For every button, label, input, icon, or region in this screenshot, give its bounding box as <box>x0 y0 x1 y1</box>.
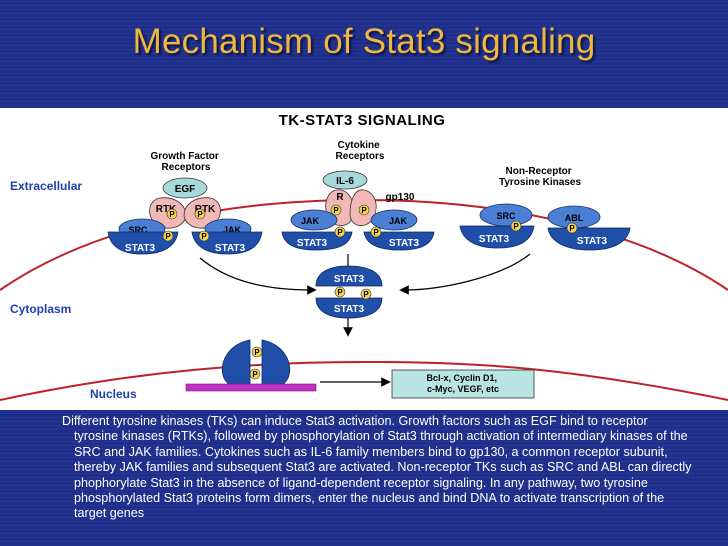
nucleus-label: Nucleus <box>90 387 137 401</box>
dna-strand <box>185 383 317 392</box>
phospho-group-ck: P P P P <box>330 204 382 238</box>
growth-factor-receptors-label: Growth Factor Receptors <box>150 151 221 173</box>
jak-kinase-right-label: JAK <box>389 216 408 226</box>
phospho-icon <box>166 208 178 220</box>
stat3-ck-left-label: STAT3 <box>297 238 328 249</box>
diagram-title: TK-STAT3 SIGNALING <box>279 112 446 129</box>
stat3-dimer-bottom <box>315 297 383 319</box>
phospho-icon <box>198 230 210 242</box>
stat3-gf-right-label: STAT3 <box>215 243 246 254</box>
il6-label: IL-6 <box>336 176 354 187</box>
phospho-label: P <box>169 210 175 219</box>
phospho-icon <box>370 226 382 238</box>
phospho-label: P <box>254 348 260 357</box>
stat3-signaling-diagram: TK-STAT3 SIGNALING Extracellular Cytopla… <box>0 108 728 410</box>
stat3-nr-left <box>459 225 535 249</box>
stat3-nr-right-label: STAT3 <box>577 236 608 247</box>
phospho-icon <box>358 204 370 216</box>
src-kinase-nr-label: SRC <box>496 211 516 221</box>
jak-kinase-left <box>290 209 338 231</box>
slide-caption: Different tyrosine kinases (TKs) can ind… <box>62 414 692 521</box>
nuclear-stat3-left <box>222 339 251 389</box>
stat3-ck-right-label: STAT3 <box>389 238 420 249</box>
phospho-label: P <box>197 210 203 219</box>
target-genes-label: Bcl-x, Cyclin D1, c-Myc, VEGF, etc <box>426 373 499 394</box>
phospho-icon <box>330 204 342 216</box>
phospho-icon <box>194 208 206 220</box>
phospho-label: P <box>165 232 171 241</box>
rtk-left-label: RTK <box>156 204 177 215</box>
phospho-icon <box>334 226 346 238</box>
phospho-icon <box>334 286 346 298</box>
arrow-gf-to-dimer <box>199 257 317 295</box>
cytokine-receptors-label: Cytokine Receptors <box>336 140 385 162</box>
stat3-gf-right <box>191 231 263 255</box>
stat3-dimer-bottom-label: STAT3 <box>334 304 365 315</box>
phospho-icon <box>360 288 372 300</box>
phospho-label: P <box>513 222 519 231</box>
phospho-group-dimer: P P <box>334 286 372 300</box>
target-genes-box <box>391 369 535 399</box>
phospho-label: P <box>333 206 339 215</box>
gp130-label: gp130 <box>386 192 415 203</box>
phospho-group-gf: P P P P <box>162 208 210 242</box>
phospho-label: P <box>201 232 207 241</box>
non-receptor-tk-label: Non-Receptor Tyrosine Kinases <box>499 166 582 188</box>
egf-label: EGF <box>175 184 196 195</box>
phospho-icon <box>251 346 263 358</box>
phospho-label: P <box>569 224 575 233</box>
phospho-icon <box>510 220 522 232</box>
jak-kinase-left-label: JAK <box>301 216 320 226</box>
cytoplasm-label: Cytoplasm <box>10 302 71 316</box>
slide-title: Mechanism of Stat3 signaling <box>132 22 596 61</box>
phospho-group-nr: P P <box>510 220 578 234</box>
nuclear-stat3-right <box>261 339 290 389</box>
jak-kinase-gf-label: JAK <box>223 225 242 235</box>
egf-ligand <box>162 177 208 199</box>
src-kinase-gf-label: SRC <box>128 225 148 235</box>
rtk-right-label: RTK <box>195 204 216 215</box>
abl-kinase-nr-label: ABL <box>565 213 584 223</box>
nuclear-membrane <box>0 360 728 401</box>
phospho-icon <box>566 222 578 234</box>
phospho-label: P <box>361 206 367 215</box>
phospho-label: P <box>373 228 379 237</box>
stat3-dimer-top <box>315 265 383 287</box>
phospho-label: P <box>337 228 343 237</box>
stat3-nr-right <box>547 227 631 251</box>
stat3-nr-left-label: STAT3 <box>479 234 510 245</box>
phospho-label: P <box>363 290 369 299</box>
phospho-icon <box>249 368 261 380</box>
arrow-nr-to-dimer <box>399 253 531 295</box>
stat3-ck-left <box>281 231 353 251</box>
stat3-dimer-top-label: STAT3 <box>334 274 365 285</box>
il6-ligand <box>322 170 368 190</box>
r-label: R <box>336 192 344 203</box>
pathway-arrows <box>199 253 531 387</box>
phospho-icon <box>162 230 174 242</box>
jak-kinase-right <box>370 209 418 231</box>
stat3-gf-left <box>107 231 179 255</box>
phospho-label: P <box>337 288 343 297</box>
stat3-ck-right <box>363 231 435 251</box>
extracellular-label: Extracellular <box>10 179 82 193</box>
phospho-group-nuclear: P P <box>249 346 263 380</box>
phospho-label: P <box>252 370 258 379</box>
stat3-gf-left-label: STAT3 <box>125 243 156 254</box>
